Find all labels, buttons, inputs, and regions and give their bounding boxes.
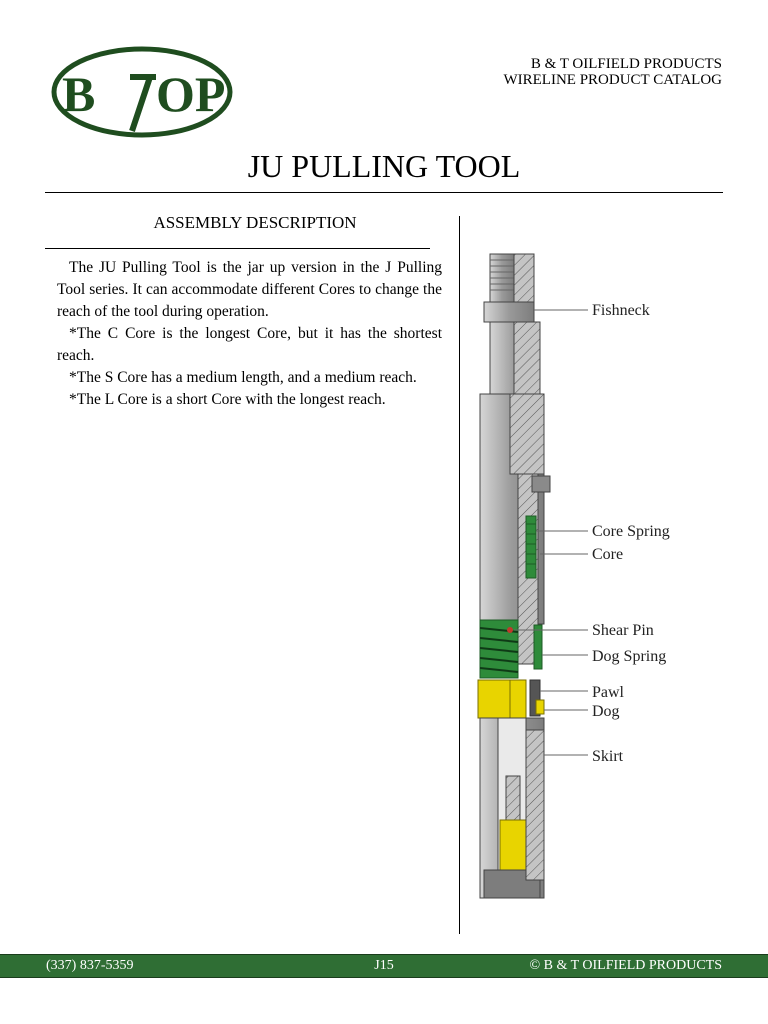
label-fishneck: Fishneck	[592, 302, 650, 319]
page-footer: (337) 837-5359 J15 © B & T OILFIELD PROD…	[0, 954, 768, 978]
catalog-name: WIRELINE PRODUCT CATALOG	[503, 72, 722, 88]
label-shear-pin: Shear Pin	[592, 622, 654, 639]
footer-phone: (337) 837-5359	[46, 958, 134, 973]
btop-logo: B OP	[51, 46, 233, 138]
label-dog: Dog	[592, 703, 620, 720]
label-pawl: Pawl	[592, 684, 625, 701]
description-paragraph: *The L Core is a short Core with the lon…	[69, 391, 386, 408]
company-header: B & T OILFIELD PRODUCTS WIRELINE PRODUCT…	[503, 56, 722, 88]
footer-page-number: J15	[374, 958, 394, 973]
page-title: JU PULLING TOOL	[247, 148, 521, 184]
label-skirt: Skirt	[592, 748, 624, 765]
title-rule	[45, 192, 723, 193]
label-core-spring: Core Spring	[592, 523, 670, 540]
core-spring-part	[525, 515, 537, 579]
label-core: Core	[592, 546, 623, 563]
description-paragraph: The JU Pulling Tool is the jar up versio…	[57, 259, 442, 320]
callout-lines	[514, 309, 588, 756]
section-rule	[45, 248, 430, 249]
section-heading: ASSEMBLY DESCRIPTION	[153, 213, 357, 232]
description-paragraph: *The S Core has a medium length, and a m…	[69, 369, 417, 386]
column-divider	[459, 216, 460, 934]
logo-letter-b: B	[62, 66, 95, 122]
description-paragraph: *The C Core is the longest Core, but it …	[57, 325, 442, 364]
footer-copyright: © B & T OILFIELD PRODUCTS	[529, 958, 722, 973]
dog-spring-part	[479, 619, 543, 679]
ju-pulling-tool-diagram: Fishneck Core Spring Core Shear Pin Dog …	[477, 253, 670, 899]
fishneck-part	[483, 253, 541, 395]
assembly-description: The JU Pulling Tool is the jar up versio…	[57, 257, 442, 411]
skirt-part	[479, 717, 545, 899]
logo-letters-op: OP	[156, 66, 225, 122]
company-name: B & T OILFIELD PRODUCTS	[530, 56, 722, 72]
label-dog-spring: Dog Spring	[592, 648, 666, 665]
shear-pin-marker	[507, 627, 513, 633]
